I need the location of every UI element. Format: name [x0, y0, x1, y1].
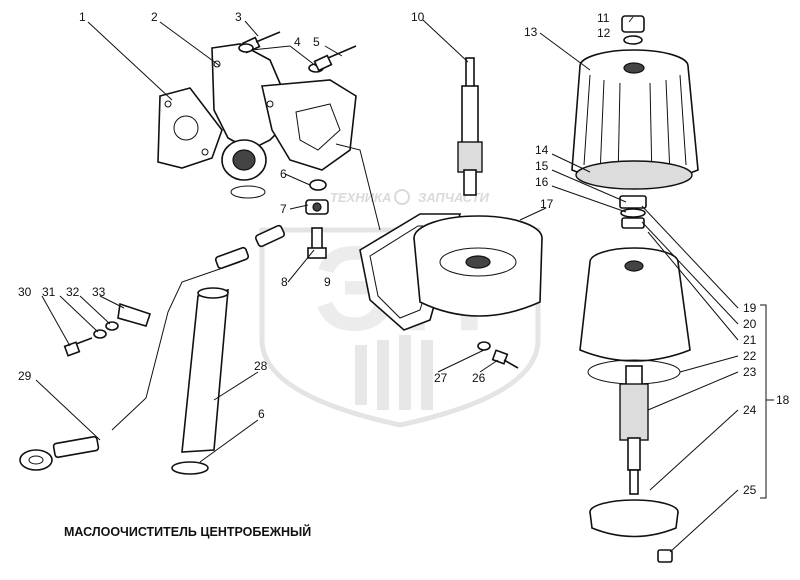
label-8: 8	[281, 275, 288, 289]
label-27: 27	[434, 371, 448, 385]
label-1: 1	[79, 10, 86, 24]
part-22-rotor-cap	[579, 247, 691, 362]
part-6-lower-seal-ring	[171, 461, 209, 475]
label-5: 5	[313, 35, 320, 49]
diagram-caption: МАСЛООЧИСТИТЕЛЬ ЦЕНТРОБЕЖНЫЙ	[64, 524, 311, 539]
label-6-lower: 6	[258, 407, 265, 421]
label-6-upper: 6	[280, 167, 287, 181]
part-24-rotor-base	[589, 469, 679, 538]
part-labels: 1 2 3 4 5 10 11 12 13 14 15 16 17 18 19 …	[18, 10, 790, 497]
part-23-rotor-body	[619, 365, 649, 471]
part-25-plug	[657, 549, 673, 563]
part-30-bolt	[63, 337, 93, 357]
leader-lines	[35, 16, 774, 553]
label-16: 16	[535, 175, 549, 189]
label-9: 9	[324, 275, 331, 289]
label-18: 18	[776, 393, 790, 407]
part-10-shaft	[457, 57, 483, 196]
label-17: 17	[540, 197, 554, 211]
label-14: 14	[535, 143, 549, 157]
label-24: 24	[743, 403, 757, 417]
label-19: 19	[743, 301, 757, 315]
part-7-union	[305, 199, 329, 215]
gear-icon	[394, 189, 410, 205]
label-33: 33	[92, 285, 106, 299]
label-11: 11	[597, 11, 610, 25]
label-23: 23	[743, 365, 757, 379]
part-31-washer	[93, 329, 107, 339]
part-28-tube	[181, 287, 229, 453]
part-1-gasket	[157, 87, 223, 169]
part-8-bolt	[307, 227, 327, 259]
label-10: 10	[411, 10, 425, 24]
label-31: 31	[42, 285, 56, 299]
label-30: 30	[18, 285, 32, 299]
label-25: 25	[743, 483, 757, 497]
label-3: 3	[235, 10, 242, 24]
watermark-text-left: ТЕХНИКА	[330, 190, 391, 205]
label-2: 2	[151, 10, 158, 24]
label-21: 21	[743, 333, 757, 347]
part-16-ring	[621, 217, 645, 229]
part-26-bolt	[491, 349, 519, 369]
part-6-seal-ring	[309, 179, 327, 191]
part-2-housing	[211, 43, 357, 199]
part-15-washer	[620, 208, 646, 218]
watermark-text-right: ЗАПЧАСТИ	[418, 190, 490, 205]
label-29: 29	[18, 369, 32, 383]
part-11-cap-nut	[621, 15, 645, 33]
part-5-bolt	[313, 45, 357, 72]
label-32: 32	[66, 285, 80, 299]
part-17-base-housing	[359, 213, 543, 331]
label-12: 12	[597, 26, 611, 40]
part-13-cover	[571, 49, 699, 190]
label-7: 7	[280, 202, 287, 216]
label-20: 20	[743, 317, 757, 331]
label-22: 22	[743, 349, 757, 363]
label-28: 28	[254, 359, 268, 373]
label-13: 13	[524, 25, 538, 39]
part-14-nut	[619, 195, 647, 209]
part-27-washer	[477, 341, 491, 351]
part-33-plate	[117, 302, 152, 327]
label-4: 4	[294, 35, 301, 49]
part-29-oil-line	[19, 224, 286, 471]
label-15: 15	[535, 159, 549, 173]
label-26: 26	[472, 371, 486, 385]
part-32-washer	[105, 321, 119, 331]
part-12-washer	[623, 35, 643, 45]
